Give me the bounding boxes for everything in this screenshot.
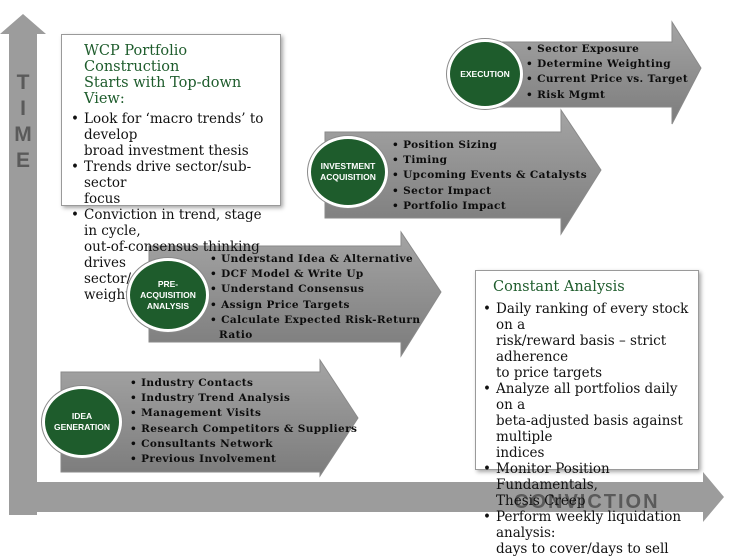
- idea-generation-list: Industry Contacts Industry Trend Analysi…: [130, 376, 357, 467]
- list-item: Management Visits: [130, 406, 357, 421]
- time-letter: T: [16, 71, 30, 94]
- list-item: Analyze all portfolios daily on abeta-ad…: [483, 381, 692, 461]
- list-item: Understand Idea & Alternative: [210, 252, 420, 267]
- list-item: Assign Price Targets: [210, 298, 420, 313]
- list-item: Sector Exposure: [526, 42, 688, 57]
- time-letter: E: [15, 149, 30, 172]
- list-item: Look for ‘macro trends’ to developbroad …: [71, 111, 272, 159]
- execution-list: Sector Exposure Determine Weighting Curr…: [526, 42, 688, 103]
- list-item: Perform weekly liquidation analysis:days…: [483, 509, 692, 557]
- list-item: Previous Involvement: [130, 452, 357, 467]
- list-item: Consultants Network: [130, 437, 357, 452]
- top-down-view-box: WCP Portfolio Construction Starts with T…: [61, 34, 281, 303]
- investment-acquisition-circle: INVESTMENT ACQUISITION: [308, 136, 388, 208]
- list-item: Determine Weighting: [526, 57, 688, 72]
- time-letter: M: [14, 123, 32, 146]
- constant-analysis-box: Constant Analysis Daily ranking of every…: [475, 270, 699, 557]
- list-item: Understand Consensus: [210, 282, 420, 297]
- time-axis-label: T I M E: [14, 70, 32, 174]
- list-item: Upcoming Events & Catalysts: [392, 168, 587, 183]
- list-item: DCF Model & Write Up: [210, 267, 420, 282]
- list-item: Daily ranking of every stock on arisk/re…: [483, 301, 692, 381]
- top-down-view-title: WCP Portfolio Construction Starts with T…: [84, 43, 242, 107]
- list-item-continuation: Ratio: [219, 329, 253, 342]
- list-item: Calculate Expected Risk-Return: [210, 313, 420, 328]
- pre-acquisition-list: Understand Idea & Alternative DCF Model …: [210, 252, 420, 343]
- list-item: Position Sizing: [392, 138, 587, 153]
- time-letter: I: [20, 97, 26, 120]
- list-item: Timing: [392, 153, 587, 168]
- investment-acquisition-list: Position Sizing Timing Upcoming Events &…: [392, 138, 587, 214]
- list-item: Industry Contacts: [130, 376, 357, 391]
- list-item: Risk Mgmt: [526, 88, 688, 103]
- list-item: Monitor Position Fundamentals,Thesis Cre…: [483, 461, 692, 509]
- list-item: Research Competitors & Suppliers: [130, 422, 357, 437]
- list-item: Portfolio Impact: [392, 199, 587, 214]
- list-item: Industry Trend Analysis: [130, 391, 357, 406]
- idea-generation-circle: IDEA GENERATION: [42, 386, 122, 458]
- execution-circle: EXECUTION: [447, 39, 523, 109]
- pre-acquisition-circle: PRE- ACQUISITION ANALYSIS: [127, 258, 209, 332]
- list-item: Sector Impact: [392, 184, 587, 199]
- top-down-view-list: Look for ‘macro trends’ to developbroad …: [70, 111, 272, 303]
- constant-analysis-list: Daily ranking of every stock on arisk/re…: [482, 301, 692, 557]
- list-item: Current Price vs. Target: [526, 72, 688, 87]
- time-axis-arrow: [0, 14, 46, 515]
- constant-analysis-title: Constant Analysis: [493, 279, 625, 295]
